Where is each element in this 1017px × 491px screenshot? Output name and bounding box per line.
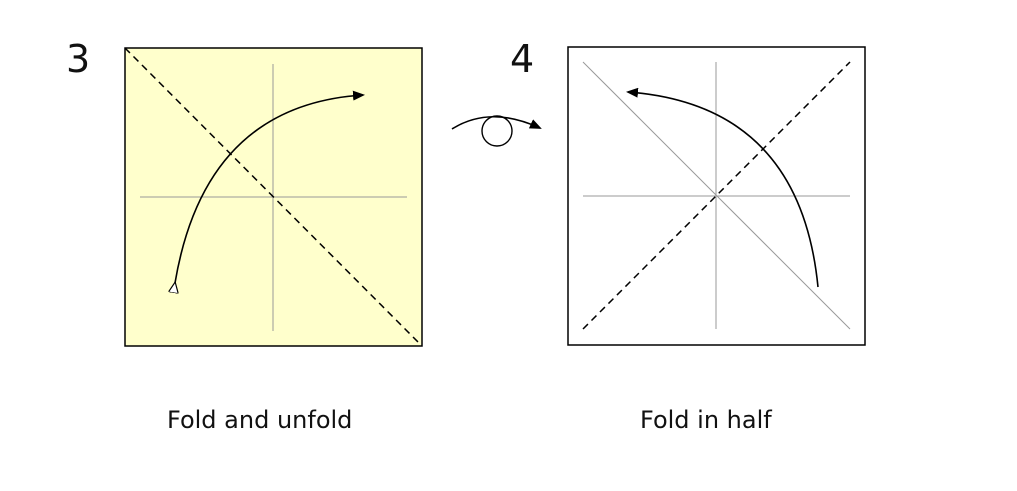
step-4-diagonal-crease xyxy=(582,61,851,330)
step-3-caption: Fold and unfold xyxy=(167,406,353,434)
step-4-fold-arrow xyxy=(626,87,819,288)
step-4-valley-fold-line xyxy=(582,61,851,330)
step-4-diagram xyxy=(567,46,866,346)
step-3-fold-unfold-arrow xyxy=(175,95,363,283)
step-3-diagram xyxy=(124,47,423,347)
step-4-caption: Fold in half xyxy=(640,406,772,434)
turn-over-icon xyxy=(451,115,542,147)
step-3-number: 3 xyxy=(66,37,91,81)
step-4-number: 4 xyxy=(510,37,535,81)
